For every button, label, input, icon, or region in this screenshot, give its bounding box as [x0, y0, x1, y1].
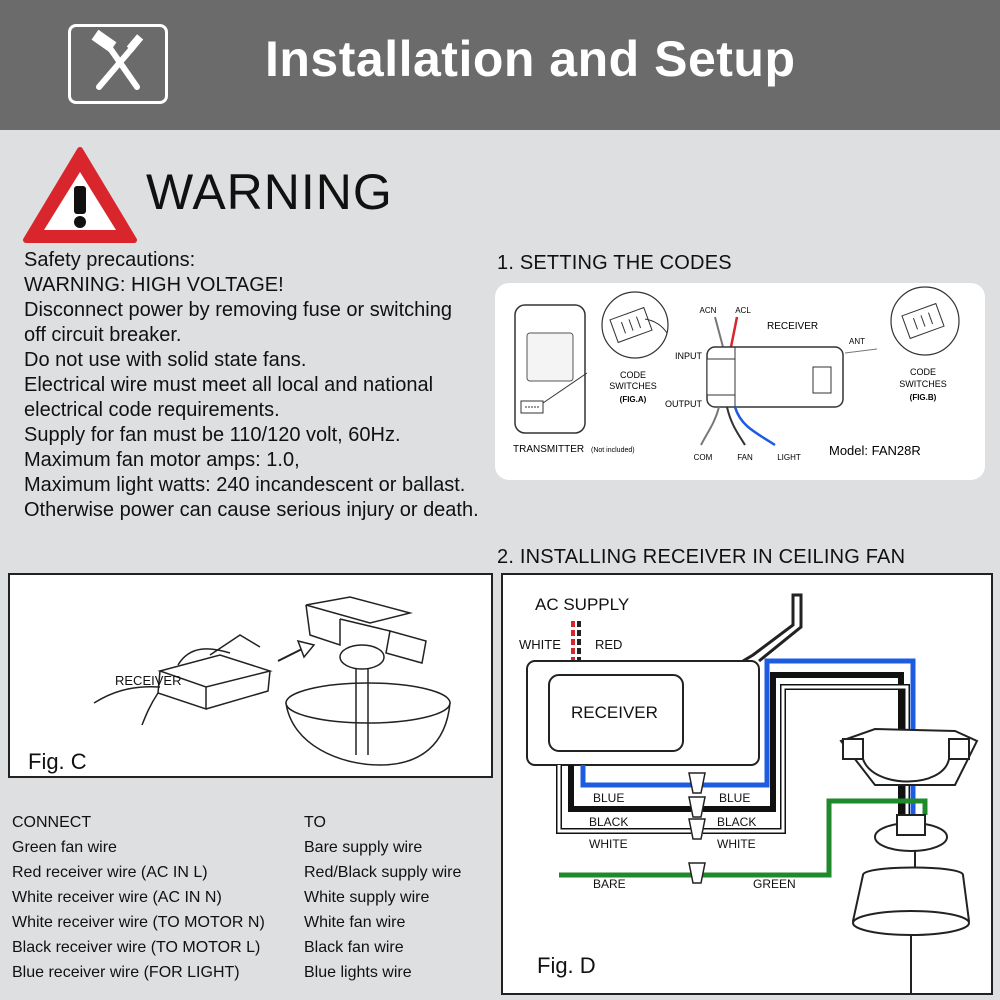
- safety-line: Disconnect power by removing fuse or swi…: [24, 299, 452, 321]
- safety-line: off circuit breaker.: [24, 324, 182, 346]
- output-label: OUTPUT: [665, 399, 703, 409]
- fig-c-receiver-label: RECEIVER: [115, 673, 182, 688]
- connect-to: Red/Black supply wire: [304, 864, 462, 881]
- receiver-label-top: RECEIVER: [767, 321, 818, 332]
- acn-label: ACN: [700, 306, 717, 315]
- connect-to: Bare supply wire: [304, 839, 423, 856]
- acl-label: ACL: [735, 306, 751, 315]
- code-label-a: CODE: [620, 370, 646, 380]
- section-2-title: 2. INSTALLING RECEIVER IN CEILING FAN: [497, 546, 906, 568]
- black-label-right: BLACK: [717, 815, 757, 829]
- to-header: TO: [304, 814, 326, 831]
- connect-to: White supply wire: [304, 889, 430, 906]
- model-label: Model: FAN28R: [829, 443, 921, 458]
- blue-label-right: BLUE: [719, 791, 751, 805]
- switches-label-b: SWITCHES: [899, 379, 947, 389]
- receiver-box: [706, 346, 844, 408]
- safety-line: Electrical wire must meet all local and …: [24, 374, 434, 396]
- fan-label: FAN: [737, 453, 753, 462]
- page-title: Installation and Setup: [265, 31, 796, 87]
- safety-text: Safety precautions: WARNING: HIGH VOLTAG…: [24, 248, 494, 523]
- safety-line: Safety precautions:: [24, 249, 196, 271]
- wire-nut-icon: [688, 772, 706, 884]
- fan-bracket: [839, 727, 979, 993]
- white-label-right: WHITE: [717, 837, 756, 851]
- fig-c-label: Fig. C: [28, 749, 87, 774]
- ac-supply-label: AC SUPPLY: [535, 595, 630, 614]
- code-label-b: CODE: [910, 367, 936, 377]
- ant-label: ANT: [849, 337, 865, 346]
- white-label-left: WHITE: [589, 837, 628, 851]
- light-label: LIGHT: [777, 453, 801, 462]
- white-supply-label: WHITE: [519, 637, 561, 652]
- black-label-left: BLACK: [589, 815, 629, 829]
- connect-from: Blue receiver wire (FOR LIGHT): [12, 964, 240, 981]
- connect-to: Black fan wire: [304, 939, 404, 956]
- safety-line: Otherwise power can cause serious injury…: [24, 499, 479, 521]
- warning-triangle-icon: [23, 147, 137, 243]
- connect-from: White receiver wire (AC IN N): [12, 889, 222, 906]
- connect-from: White receiver wire (TO MOTOR N): [12, 914, 265, 931]
- section-1-title: 1. SETTING THE CODES: [497, 252, 732, 274]
- safety-line: Maximum light watts: 240 incandescent or…: [24, 474, 466, 496]
- safety-line: Supply for fan must be 110/120 volt, 60H…: [24, 424, 401, 446]
- fig-d-wiring-diagram: [526, 593, 979, 993]
- connect-to: White fan wire: [304, 914, 406, 931]
- safety-line: Do not use with solid state fans.: [24, 349, 307, 371]
- safety-line: Maximum fan motor amps: 1.0,: [24, 449, 300, 471]
- safety-line: WARNING: HIGH VOLTAGE!: [24, 274, 284, 296]
- green-label: GREEN: [753, 877, 796, 891]
- warning-heading: WARNING: [146, 164, 393, 220]
- connect-from: Black receiver wire (TO MOTOR L): [12, 939, 261, 956]
- connect-header: CONNECT: [12, 814, 92, 831]
- hammer-screwdriver-icon: [68, 24, 168, 104]
- connect-from: Red receiver wire (AC IN L): [12, 864, 208, 881]
- to-column: TO Bare supply wire Red/Black supply wir…: [304, 810, 461, 985]
- fig-d-panel: AC SUPPLY WHITE RED RECEIVER BLUE BLUE B…: [501, 573, 993, 995]
- fig-b-label: (FIG.B): [910, 393, 937, 402]
- connect-to: Blue lights wire: [304, 964, 412, 981]
- setting-codes-panel: CODE SWITCHES (FIG.A) TRANSMITTER (Not i…: [495, 283, 985, 480]
- com-label: COM: [694, 453, 713, 462]
- red-supply-label: RED: [595, 637, 623, 652]
- input-label: INPUT: [675, 351, 703, 361]
- fig-c-panel: RECEIVER Fig. C: [8, 573, 493, 778]
- codes-diagram: CODE SWITCHES (FIG.A) TRANSMITTER (Not i…: [513, 286, 960, 462]
- fig-d-label: Fig. D: [537, 953, 596, 978]
- switches-label-a: SWITCHES: [609, 381, 657, 391]
- dip-switch-b-icon: [901, 302, 945, 340]
- transmitter-remote: [514, 304, 588, 434]
- receiver-label: RECEIVER: [571, 703, 658, 722]
- dip-switch-a-icon: [609, 306, 668, 344]
- connect-from: Green fan wire: [12, 839, 117, 856]
- blue-label-left: BLUE: [593, 791, 625, 805]
- safety-line: electrical code requirements.: [24, 399, 280, 421]
- not-included-label: (Not included): [591, 447, 635, 454]
- bare-label: BARE: [593, 877, 626, 891]
- transmitter-label: TRANSMITTER: [513, 444, 584, 455]
- fig-c-diagram: [93, 596, 451, 766]
- fig-a-label: (FIG.A): [620, 395, 647, 404]
- header-bar: Installation and Setup: [0, 0, 1000, 130]
- connect-column: CONNECT Green fan wire Red receiver wire…: [12, 810, 265, 985]
